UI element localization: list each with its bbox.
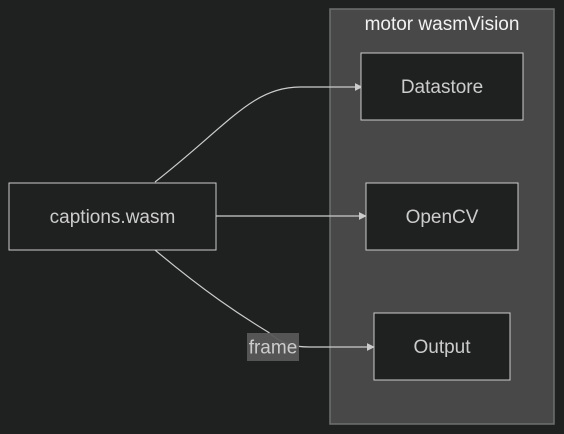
edge-label-text: frame	[249, 338, 298, 359]
node-label: Datastore	[401, 77, 483, 98]
node-label: OpenCV	[406, 207, 479, 228]
node-output[interactable]: Output	[373, 312, 511, 381]
cluster-title: motor wasmVision	[365, 14, 520, 35]
node-box	[373, 312, 511, 381]
edge-label-frame: frame	[247, 333, 299, 361]
node-label: Output	[413, 337, 471, 358]
node-captions-wasm[interactable]: captions.wasm	[8, 182, 217, 251]
node-box	[8, 182, 217, 251]
edge-label-background	[247, 333, 299, 361]
edges: frame	[154, 83, 375, 361]
edge-captions-to-datastore	[154, 83, 363, 183]
node-box	[360, 52, 524, 121]
node-label: captions.wasm	[50, 207, 176, 228]
node-box	[365, 182, 519, 251]
node-datastore[interactable]: Datastore	[360, 52, 524, 121]
node-opencv[interactable]: OpenCV	[365, 182, 519, 251]
